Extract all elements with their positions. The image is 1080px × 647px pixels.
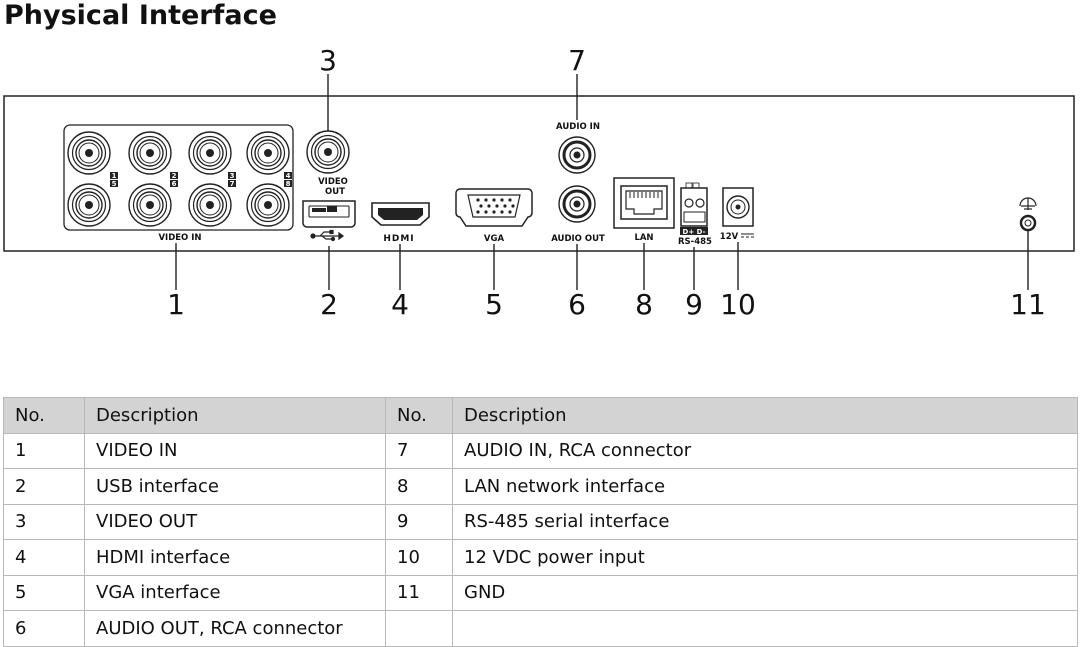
cell-description: LAN network interface [452, 468, 1078, 505]
table-row: 3 VIDEO OUT 9 RS-485 serial interface [3, 503, 1078, 540]
cell-no: 4 [3, 539, 85, 576]
table-row: 2 USB interface 8 LAN network interface [3, 468, 1078, 505]
video-out-label-line1: VIDEO [318, 177, 348, 187]
cell-description: RS-485 serial interface [452, 503, 1078, 540]
cell-description: AUDIO IN, RCA connector [452, 432, 1078, 469]
callout-number: 6 [568, 288, 586, 321]
bnc-channel-labels: 1 5 2 6 3 7 4 8 [110, 172, 292, 188]
cell-no: 6 [3, 610, 85, 647]
cell-no: 9 [385, 503, 453, 540]
bnc-connector [128, 183, 172, 227]
header-no: No. [385, 397, 453, 434]
lan-port: LAN [613, 177, 675, 243]
bnc-connector [128, 131, 172, 175]
cell-description: VGA interface [84, 574, 386, 611]
bnc-connector [188, 183, 232, 227]
channel-label: 8 [286, 180, 291, 188]
cell-no: 10 [385, 539, 453, 576]
header-description: Description [84, 397, 386, 434]
video-in-group: 1 5 2 6 3 7 4 8 VIDEO IN [63, 124, 294, 243]
dc-symbol-icon [741, 233, 754, 238]
rs485-label: RS-485 [678, 237, 712, 247]
cell-description: USB interface [84, 468, 386, 505]
callout-number: 10 [720, 288, 756, 321]
bnc-connector [246, 131, 290, 175]
callout-number: 1 [167, 288, 185, 321]
table-header-row: No. Description No. Description [3, 397, 1078, 434]
cell-no: 3 [3, 503, 85, 540]
table-row: 5 VGA interface 11 GND [3, 574, 1078, 611]
page-title: Physical Interface [4, 0, 277, 31]
channel-label: 7 [230, 180, 235, 188]
hdmi-port: HDMI [371, 202, 430, 244]
bnc-connector [246, 183, 290, 227]
audio-in-label: AUDIO IN [556, 122, 600, 132]
header-no: No. [3, 397, 85, 434]
header-description: Description [452, 397, 1078, 434]
callout-number: 7 [568, 44, 586, 77]
audio-in-rca-connector [557, 135, 597, 175]
video-out-bnc-connector [306, 130, 350, 174]
bnc-connector [67, 183, 111, 227]
cell-no: 2 [3, 468, 85, 505]
cell-no: 7 [385, 432, 453, 469]
power-label: 12V [720, 232, 739, 242]
table-row: 1 VIDEO IN 7 AUDIO IN, RCA connector [3, 432, 1078, 469]
callout-number: 4 [391, 288, 409, 321]
cell-description: VIDEO IN [84, 432, 386, 469]
channel-label: 1 [112, 172, 117, 180]
callout-number: 5 [485, 288, 503, 321]
video-in-frame [63, 124, 294, 231]
cell-description: HDMI interface [84, 539, 386, 576]
audio-out-label: AUDIO OUT [551, 234, 605, 244]
video-out-label-line2: OUT [325, 187, 345, 197]
lan-label: LAN [634, 233, 653, 243]
callout-number: 3 [319, 44, 337, 77]
vga-label: VGA [484, 234, 505, 244]
bnc-connector [67, 131, 111, 175]
audio-out-rca-connector [557, 184, 597, 224]
callout-lines [175, 74, 1029, 290]
callout-number: 9 [685, 288, 703, 321]
rear-panel-diagram: 1 5 2 6 3 7 4 8 VIDEO IN VIDEO OUT [3, 44, 1075, 321]
usb-port [302, 200, 356, 242]
gnd-terminal [1019, 197, 1037, 232]
rs485-port: D+ D- RS-485 [678, 182, 712, 247]
cell-no: 1 [3, 432, 85, 469]
video-in-label: VIDEO IN [158, 233, 201, 243]
cell-no [385, 610, 453, 647]
cell-description: GND [452, 574, 1078, 611]
callout-numbers: 1 2 3 4 5 6 7 8 9 10 11 [167, 44, 1046, 321]
channel-label: 5 [112, 180, 117, 188]
cell-no: 11 [385, 574, 453, 611]
channel-label: 4 [286, 172, 291, 180]
ground-icon [1019, 197, 1037, 210]
video-out-group: VIDEO OUT [306, 130, 350, 197]
cell-description: 12 VDC power input [452, 539, 1078, 576]
cell-no: 5 [3, 574, 85, 611]
callout-number: 8 [635, 288, 653, 321]
channel-label: 6 [172, 180, 177, 188]
bnc-connector [188, 131, 232, 175]
cell-description [452, 610, 1078, 647]
power-port: 12V [720, 187, 754, 242]
table-row: 6 AUDIO OUT, RCA connector [3, 610, 1078, 647]
usb-icon [310, 229, 344, 242]
cell-description: VIDEO OUT [84, 503, 386, 540]
interface-table: No. Description No. Description 1 VIDEO … [3, 397, 1078, 647]
channel-label: 2 [172, 172, 177, 180]
rs485-pins-label: D+ D- [683, 228, 706, 236]
channel-label: 3 [230, 172, 235, 180]
audio-group: AUDIO IN AUDIO OUT [551, 122, 605, 244]
callout-number: 11 [1010, 288, 1046, 321]
callout-number: 2 [320, 288, 338, 321]
hdmi-label: HDMI [383, 234, 414, 244]
vga-port: VGA [455, 188, 533, 244]
cell-description: AUDIO OUT, RCA connector [84, 610, 386, 647]
table-row: 4 HDMI interface 10 12 VDC power input [3, 539, 1078, 576]
cell-no: 8 [385, 468, 453, 505]
